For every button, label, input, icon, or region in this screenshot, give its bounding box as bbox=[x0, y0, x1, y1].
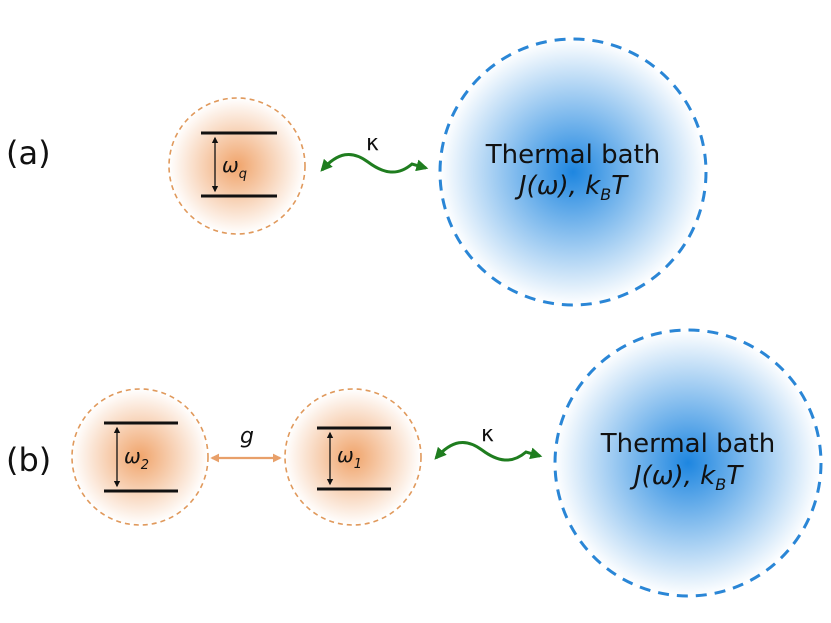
bath-a-glow bbox=[440, 39, 706, 305]
panel-b: (b) ω2 g ω1 κ Thermal bat bbox=[6, 328, 823, 598]
bath-b-glow bbox=[555, 330, 821, 596]
bath-b-title: Thermal bath bbox=[600, 429, 775, 459]
bath-coupling-arrow-b bbox=[434, 441, 543, 462]
qubit-1: ω1 bbox=[284, 388, 422, 526]
qubit-1-glow bbox=[285, 389, 421, 525]
bath-a-title: Thermal bath bbox=[485, 140, 660, 170]
panel-a: (a) ωq κ Thermal bath J(ω), kBT bbox=[6, 37, 708, 307]
coupling-g: g bbox=[240, 424, 254, 449]
bath-a-border bbox=[438, 37, 708, 307]
bath-b-border bbox=[553, 328, 823, 598]
qubit-q-border bbox=[168, 97, 306, 235]
qubit-2-frequency: ω2 bbox=[124, 444, 149, 473]
coupling-kappa-b: κ bbox=[481, 422, 494, 447]
qubit-2-border bbox=[71, 388, 209, 526]
panel-b-label: (b) bbox=[6, 441, 51, 479]
qubit-q-frequency: ωq bbox=[222, 153, 247, 182]
bath-b-params: J(ω), kBT bbox=[629, 461, 744, 494]
qubit-2: ω2 bbox=[71, 388, 209, 526]
panel-a-label: (a) bbox=[6, 134, 51, 172]
bath-a-params: J(ω), kBT bbox=[514, 171, 629, 204]
qubit-1-frequency: ω1 bbox=[337, 443, 362, 472]
coupling-kappa-a: κ bbox=[366, 131, 379, 156]
thermal-bath-b: Thermal bath J(ω), kBT bbox=[553, 328, 823, 598]
qubit-1-border bbox=[284, 388, 422, 526]
thermal-bath-a: Thermal bath J(ω), kBT bbox=[438, 37, 708, 307]
qubit-q: ωq bbox=[168, 97, 306, 235]
bath-coupling-arrow-a bbox=[320, 153, 429, 174]
